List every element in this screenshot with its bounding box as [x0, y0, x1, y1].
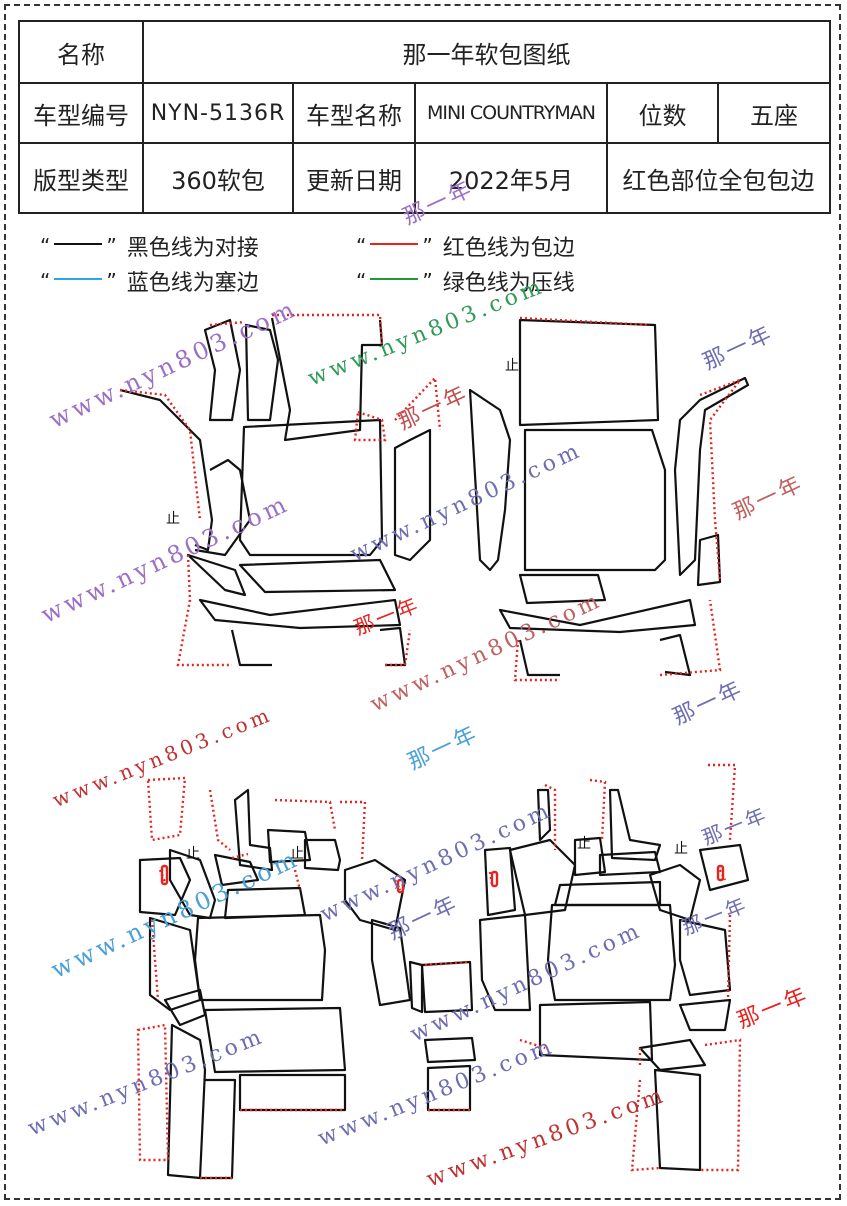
spec-table: 名称 那一年软包图纸 车型编号 NYN-5136R 车型名称 MINI COUN… — [18, 20, 831, 214]
model-code-value: NYN-5136R — [142, 82, 294, 144]
legend-black-text: 黑色线为对接 — [126, 236, 259, 261]
note-value: 红色部位全包包边 — [606, 142, 831, 214]
front-left-mat-piece — [119, 317, 432, 667]
slot-marks — [160, 864, 725, 894]
layout-type-label: 版型类型 — [18, 142, 144, 214]
model-name-value: MINI COUNTRYMAN — [414, 82, 608, 144]
rear-left-mat-piece — [138, 788, 412, 1180]
legend-green-text: 绿色线为压线 — [442, 271, 575, 296]
model-code-label: 车型编号 — [18, 82, 144, 144]
name-label: 名称 — [18, 20, 144, 84]
legend-black: “”黑色线为对接 — [40, 230, 259, 262]
model-name-label: 车型名称 — [292, 82, 416, 144]
seats-value: 五座 — [717, 82, 831, 144]
middle-small-pieces — [408, 960, 477, 1112]
legend-blue: “”蓝色线为塞边 — [40, 265, 259, 297]
name-value: 那一年软包图纸 — [142, 20, 831, 84]
rear-right-mat-piece — [478, 788, 750, 1172]
update-value: 2022年5月 — [414, 142, 608, 214]
page-border — [4, 4, 841, 1200]
update-label: 更新日期 — [292, 142, 416, 214]
seats-label: 位数 — [606, 82, 719, 144]
legend-red: “”红色线为包边 — [356, 230, 575, 262]
legend-blue-text: 蓝色线为塞边 — [126, 271, 259, 296]
layout-type-value: 360软包 — [142, 142, 294, 214]
legend-red-text: 红色线为包边 — [442, 236, 575, 261]
front-right-mat-piece — [468, 318, 750, 677]
legend-green: “”绿色线为压线 — [356, 265, 575, 297]
